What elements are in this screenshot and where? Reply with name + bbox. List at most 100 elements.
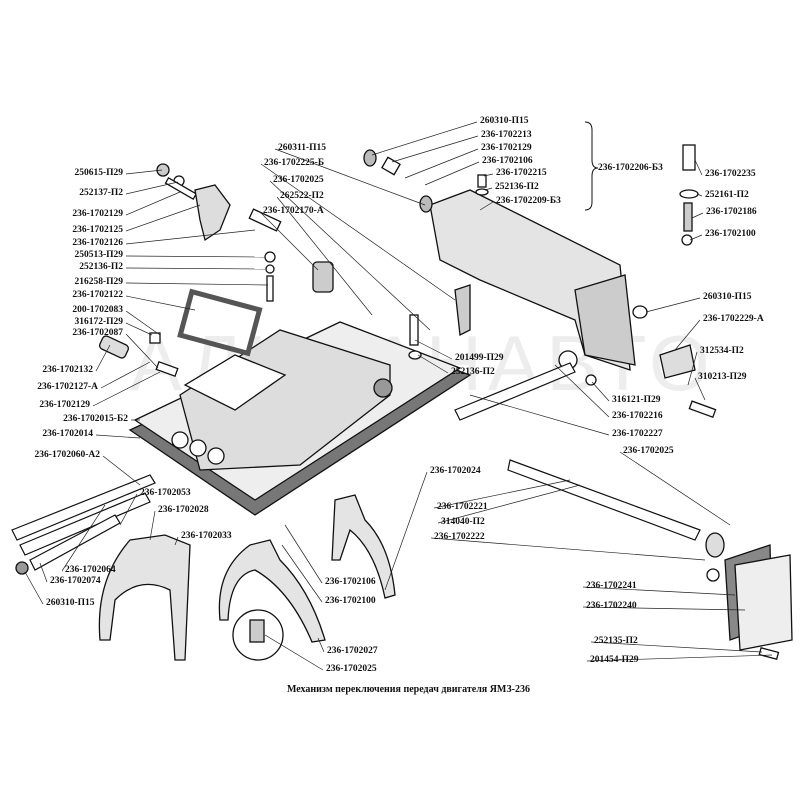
part-number-label: 236-1702170-А xyxy=(263,206,324,216)
leader-line xyxy=(591,381,610,402)
leader-line xyxy=(590,641,763,653)
part-number-label: 250615-П29 xyxy=(74,168,123,178)
part-number-label: 200-1702083 xyxy=(72,305,123,315)
leader-line xyxy=(276,196,373,316)
part-number-label: 236-1702014 xyxy=(42,429,93,439)
part-number-label: 236-1702225-Б xyxy=(264,158,325,168)
leader-line xyxy=(125,229,256,245)
leader-line xyxy=(125,310,161,336)
leader-line xyxy=(469,394,610,436)
part-number-label: 236-1702053 xyxy=(140,488,191,498)
leader-line xyxy=(554,364,610,418)
leader-line xyxy=(274,148,426,206)
cross-shaft xyxy=(507,459,701,541)
part-number-label: 260310-П15 xyxy=(703,292,752,302)
part-number-label: 201499-П29 xyxy=(455,353,504,363)
upper-gasket xyxy=(177,288,263,357)
part-number-label: 236-1702106 xyxy=(482,156,533,166)
leader-line xyxy=(100,361,151,389)
leader-line xyxy=(125,295,196,311)
leader-line xyxy=(125,255,266,258)
part-number-label: 236-1702240 xyxy=(586,601,637,611)
leader-line xyxy=(433,479,571,509)
leader-line xyxy=(696,193,703,197)
leader-line xyxy=(125,169,163,175)
leader-line xyxy=(125,191,181,216)
part-number-label: 216258-П29 xyxy=(74,277,123,287)
part-number-label: 252136-П2 xyxy=(79,262,123,272)
leader-line xyxy=(479,201,494,211)
leader-line xyxy=(281,544,323,603)
part-number-label: 236-1702060-А2 xyxy=(34,450,100,460)
leader-line xyxy=(174,536,179,546)
part-number-label: 236-1702025 xyxy=(326,664,377,674)
leader-line xyxy=(95,434,141,439)
shift-rod-1 xyxy=(11,474,156,541)
part-number-label: 260310-П15 xyxy=(480,116,529,126)
leader-line xyxy=(269,180,431,331)
leader-line xyxy=(95,344,111,372)
part-number-label: 236-1702015-Б2 xyxy=(63,414,128,424)
lever-bracket xyxy=(194,184,231,242)
leader-line xyxy=(125,204,201,232)
shift-fork-3 xyxy=(331,494,396,599)
leader-line xyxy=(125,267,266,270)
part-number-label: 236-1702033 xyxy=(181,531,232,541)
leader-line xyxy=(687,351,698,386)
shift-fork-2 xyxy=(218,539,326,643)
part-number-label: 252136-П2 xyxy=(451,367,495,377)
leader-line xyxy=(260,163,456,301)
part-number-label: 236-1702027 xyxy=(327,646,378,656)
part-number-label: 236-1702206-Б3 xyxy=(598,163,663,173)
leader-line xyxy=(674,319,701,351)
part-number-label: 236-1702126 xyxy=(72,238,123,248)
leader-line xyxy=(437,484,581,524)
part-number-label: 236-1702025 xyxy=(273,175,324,185)
leader-line xyxy=(284,524,323,584)
leader-line xyxy=(483,173,494,177)
part-number-label: 236-1702209-Б3 xyxy=(496,196,561,206)
leader-line xyxy=(694,377,706,401)
part-number-label: 236-1702129 xyxy=(481,143,532,153)
shift-rod-3 xyxy=(29,514,121,571)
part-number-label: 236-1702127-А xyxy=(37,382,98,392)
leader-line xyxy=(317,637,325,653)
part-number-label: 312534-П2 xyxy=(700,346,744,356)
shift-fork-1 xyxy=(98,534,191,661)
part-number-label: 314040-П2 xyxy=(441,517,485,527)
part-number-label: 252136-П2 xyxy=(495,182,539,192)
leader-line xyxy=(694,159,703,176)
leader-line xyxy=(619,451,731,526)
part-number-label: 236-1702129 xyxy=(39,400,90,410)
part-number-label: 316172-П29 xyxy=(74,317,123,327)
leader-line xyxy=(582,586,736,596)
part-number-label: 252161-П2 xyxy=(705,190,749,200)
part-number-label: 260310-П15 xyxy=(46,598,95,608)
leader-line xyxy=(125,333,159,369)
part-number-label: 236-1702122 xyxy=(72,290,123,300)
part-number-label: 236-1702221 xyxy=(437,502,488,512)
leader-line xyxy=(61,504,106,572)
leader-line xyxy=(119,493,138,526)
leader-line xyxy=(417,354,449,374)
leader-line xyxy=(414,339,453,360)
part-number-label: 236-1702129 xyxy=(72,209,123,219)
leader-line xyxy=(149,510,156,541)
part-number-label: 236-1702229-А xyxy=(703,314,764,324)
lever-rod xyxy=(454,362,576,421)
part-number-label: 236-1702025 xyxy=(623,446,674,456)
part-number-label: 252135-П2 xyxy=(594,636,638,646)
leader-line xyxy=(586,654,773,662)
leader-line xyxy=(484,187,493,191)
part-number-label: 236-1702024 xyxy=(430,466,481,476)
leader-line xyxy=(391,135,479,163)
part-number-label: 250513-П29 xyxy=(74,250,123,260)
diagram-caption: Механизм переключения передач двигателя … xyxy=(287,684,530,695)
part-number-label: 310213-П29 xyxy=(698,372,747,382)
leader-line xyxy=(371,121,478,156)
part-number-label: 236-1702241 xyxy=(586,581,637,591)
part-number-label: 262522-П2 xyxy=(280,191,324,201)
leader-line xyxy=(404,148,479,179)
